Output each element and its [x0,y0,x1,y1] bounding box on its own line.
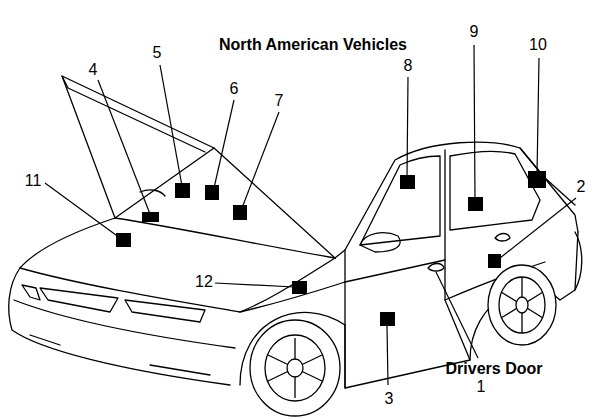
leader-line [45,183,120,238]
leader-line [500,198,576,258]
door-handle [495,234,510,242]
headlamp [125,300,205,322]
location-marker [488,254,501,268]
rear-rim [499,277,545,333]
wheels [250,265,556,416]
leader-line [98,80,150,214]
cowl-line [115,218,335,258]
rear-bumper [575,232,582,290]
callout-number: 4 [89,62,98,78]
leader-lines [45,45,576,385]
location-marker [233,205,247,220]
windshield [115,148,335,258]
part-label: Drivers Door [446,361,543,377]
front-window [360,156,440,245]
front-bumper [9,268,230,385]
headlamp [22,285,40,300]
callout-number: 5 [153,45,162,61]
side-mirror [360,233,400,252]
front-hub [287,359,303,377]
callout-number: 9 [470,24,479,40]
leader-line [474,45,475,200]
location-marker [468,197,483,211]
callout-number: 6 [230,81,239,97]
location-marker [400,175,415,189]
wiper [140,190,165,196]
front-spokes [268,338,322,398]
callout-number: 11 [25,173,42,189]
front-tire [250,320,340,416]
diagram-title: North American Vehicles [219,37,407,53]
front-fender-top [20,218,115,268]
hood-edge [62,76,205,152]
callout-number: 8 [404,58,413,74]
leader-line [215,283,294,287]
leader-line [387,326,388,385]
location-marker [528,171,546,188]
callout-number: 3 [385,391,394,407]
leader-line [160,65,182,186]
rear-tire [488,265,556,345]
callout-number: 2 [577,179,586,195]
front-door-edge [344,250,345,388]
hood-front-line [20,258,335,312]
roof-line [335,142,578,258]
location-markers [116,171,546,326]
location-marker [175,183,190,198]
location-marker [380,312,395,326]
door-handle [428,264,444,272]
rear-window [450,151,540,230]
grille [40,288,118,312]
location-marker [116,233,131,247]
front-rim [265,335,325,401]
callout-number: 1 [477,379,486,395]
rear-window [520,148,575,205]
location-marker [142,212,159,222]
fog-lamp [30,335,210,375]
leader-line [407,77,408,178]
hood-panel [62,76,214,218]
leader-line [214,100,234,188]
callout-number: 12 [195,274,213,290]
body-side [345,232,578,388]
leader-line [242,112,279,208]
body-line [240,282,345,312]
location-marker [292,281,307,294]
leader-line [436,272,478,358]
rear-spokes [501,277,543,333]
door-crease [345,260,445,282]
callout-number: 10 [529,37,547,53]
leader-line [537,58,539,175]
location-marker [205,185,219,200]
door-divider [445,150,470,360]
callout-number: 7 [275,93,284,109]
rear-hub [516,297,528,313]
